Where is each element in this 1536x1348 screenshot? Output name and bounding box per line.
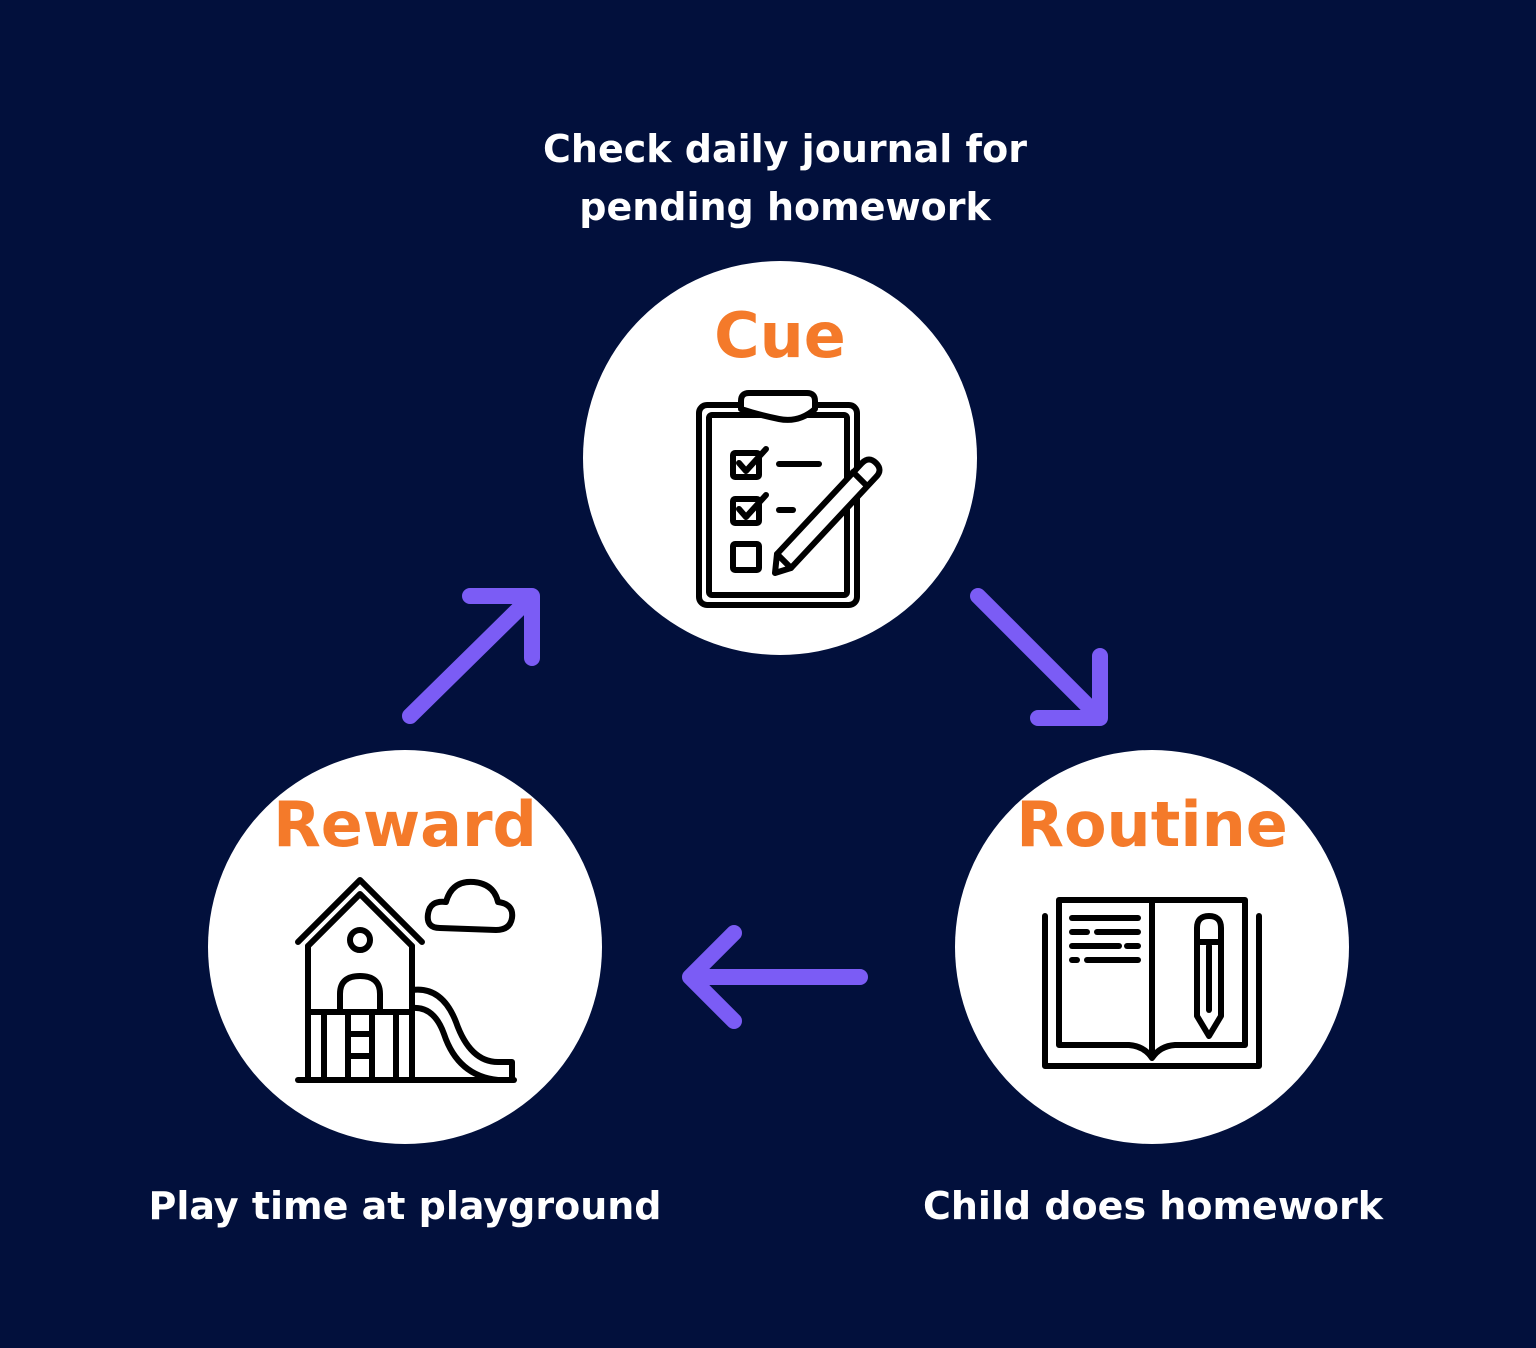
arrow-cue-to-routine [970, 588, 1108, 726]
routine-node: Routine [955, 750, 1349, 1144]
clipboard-checklist-icon [696, 390, 883, 608]
open-book-pencil-icon [1042, 897, 1262, 1069]
reward-description: Play time at playground [148, 1184, 662, 1228]
routine-title: Routine [1016, 788, 1288, 861]
reward-node: Reward [208, 750, 602, 1144]
reward-title: Reward [273, 788, 537, 861]
cue-description: Check daily journal for pending homework [485, 120, 1085, 236]
cue-description-line-1: Check daily journal for [543, 127, 1027, 171]
cue-node: Cue [583, 261, 977, 655]
routine-description: Child does homework [922, 1184, 1384, 1228]
arrow-reward-to-cue [402, 588, 540, 724]
cue-description-line-2: pending homework [579, 185, 991, 229]
playhouse-slide-icon [295, 877, 517, 1083]
arrow-routine-to-reward [682, 925, 868, 1029]
cue-title: Cue [714, 299, 846, 372]
